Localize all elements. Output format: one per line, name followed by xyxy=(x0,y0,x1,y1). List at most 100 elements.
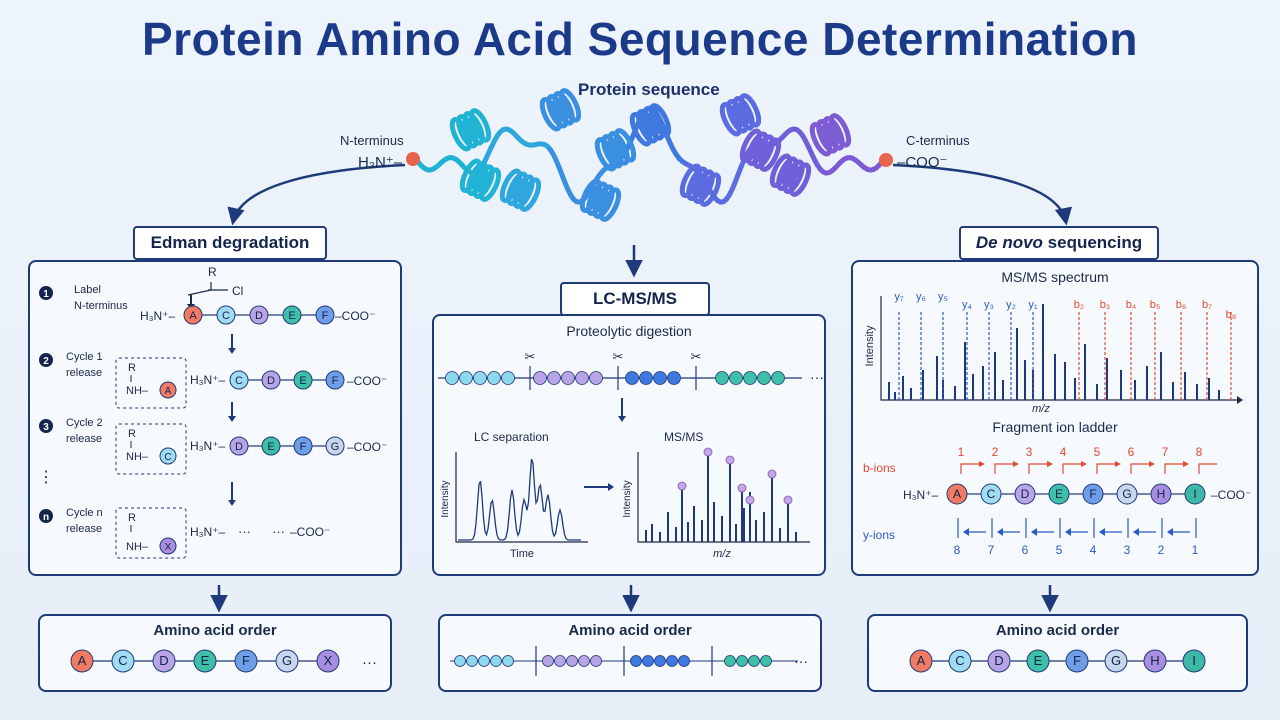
helix-turn xyxy=(462,111,485,146)
reagent-bonds xyxy=(187,282,228,296)
result-ellipsis: ··· xyxy=(362,654,377,671)
peptide-residue xyxy=(502,655,514,667)
reagent-r: R xyxy=(208,265,217,279)
peptide-residue xyxy=(678,655,690,667)
peptide-residue xyxy=(487,371,501,385)
step-label: release xyxy=(66,523,102,535)
step-label: N-terminus xyxy=(74,300,128,312)
peptide-residue xyxy=(445,371,459,385)
b-bracket xyxy=(1096,463,1115,474)
helix-turn xyxy=(592,184,615,219)
residue-letter: E xyxy=(288,310,295,322)
scissors-icon: ✂ xyxy=(613,349,624,364)
residue-letter: A xyxy=(189,310,197,322)
step-number: 2 xyxy=(43,356,49,367)
lc-trace xyxy=(458,458,581,541)
helix-turn xyxy=(607,131,630,166)
b-ion-label: b₅ xyxy=(1150,299,1161,311)
ms-peak-marker xyxy=(677,481,687,491)
peptide-residue xyxy=(630,655,642,667)
lc-axes xyxy=(455,452,588,543)
residue-letter: E xyxy=(1034,653,1043,668)
released-r: R xyxy=(128,428,136,440)
y-ion-label: y₃ xyxy=(984,299,994,311)
peptide-residue xyxy=(575,371,589,385)
b-bracket xyxy=(1028,463,1047,474)
peptide-residue xyxy=(757,371,771,385)
protein-sequence-label: Protein sequence xyxy=(578,80,720,99)
arrow-head xyxy=(228,416,236,422)
edman-panel xyxy=(28,260,402,576)
denovo-header-rest: sequencing xyxy=(1042,233,1143,252)
y-number: 2 xyxy=(1158,543,1165,557)
step-number: n xyxy=(43,512,49,523)
residue-letter: G xyxy=(1111,653,1121,668)
ms-peak-marker xyxy=(703,447,713,457)
coo-label: –COO⁻ xyxy=(347,440,387,454)
residue-a xyxy=(159,381,177,399)
step-label: release xyxy=(66,367,102,379)
y-arrow-head xyxy=(1065,528,1071,536)
helix-turn xyxy=(782,159,805,194)
residue-letter: H xyxy=(1157,487,1166,501)
residue-letter: F xyxy=(300,441,307,453)
peptide-residue xyxy=(666,655,678,667)
peptide-residue xyxy=(566,655,578,667)
ms-y-label: Intensity xyxy=(622,480,633,517)
c-terminus-formula: –COO⁻ xyxy=(897,154,948,171)
peptide-residue xyxy=(547,371,561,385)
residue-letter: D xyxy=(235,441,243,453)
residue-letter: D xyxy=(255,310,263,322)
peptide-residue xyxy=(760,655,772,667)
step-number-circle xyxy=(39,419,53,433)
ladder-title: Fragment ion ladder xyxy=(992,419,1118,435)
peptide-residue xyxy=(625,371,639,385)
b-arrow xyxy=(1115,461,1121,467)
b-number: 6 xyxy=(1128,445,1135,459)
coo-label: –COO⁻ xyxy=(290,525,330,539)
b-bracket xyxy=(1198,463,1217,474)
b-ion-label: b₂ xyxy=(1074,299,1084,311)
lcms-result-sequence: ··· xyxy=(450,646,808,676)
y-ion-label: y₂ xyxy=(1006,299,1016,311)
coo-label: –COO⁻ xyxy=(1211,488,1251,502)
lcms-result-box xyxy=(438,614,822,692)
ms-peak-marker xyxy=(783,495,793,505)
y-arrow-head xyxy=(1099,528,1105,536)
residue-i xyxy=(1184,483,1206,505)
y-number: 1 xyxy=(1192,543,1199,557)
helix-turn xyxy=(558,88,582,123)
y-ion-label: y₆ xyxy=(916,291,926,303)
helix-turn xyxy=(788,162,812,197)
coo-label: –COO⁻ xyxy=(335,309,375,323)
helix-turn xyxy=(692,169,715,204)
b-ion-label: b₃ xyxy=(1100,299,1111,311)
h3n-label: H₃N⁺– xyxy=(140,309,176,323)
digestion-label: Proteolytic digestion xyxy=(566,323,691,339)
peptide-residue xyxy=(642,655,654,667)
peptide-residue xyxy=(466,655,478,667)
peptide-residue xyxy=(490,655,502,667)
residue-letter: A xyxy=(78,653,87,668)
h3n-label: H₃N⁺– xyxy=(190,439,226,453)
peptide-residue xyxy=(729,371,743,385)
helix-turn xyxy=(478,167,502,202)
residue-letter: F xyxy=(332,375,339,387)
ms-axes xyxy=(637,452,810,543)
peptide-residue xyxy=(478,655,490,667)
denovo-result-box xyxy=(867,614,1248,692)
peptide-residue xyxy=(561,371,575,385)
peptide-residue xyxy=(654,655,666,667)
residue-letter: D xyxy=(994,653,1003,668)
axis-arrow xyxy=(1237,396,1243,404)
helix-turn xyxy=(732,96,755,131)
y-arrow-head xyxy=(1167,528,1173,536)
arrow-to-denovo xyxy=(892,163,1072,226)
denovo-panel xyxy=(851,260,1259,576)
y-arrow-head xyxy=(997,528,1003,536)
residue-letter: E xyxy=(299,375,306,387)
helix-turn xyxy=(698,172,722,207)
b-bracket xyxy=(1062,463,1081,474)
helix-turn xyxy=(642,106,665,141)
step-label: Cycle 2 xyxy=(66,417,103,429)
